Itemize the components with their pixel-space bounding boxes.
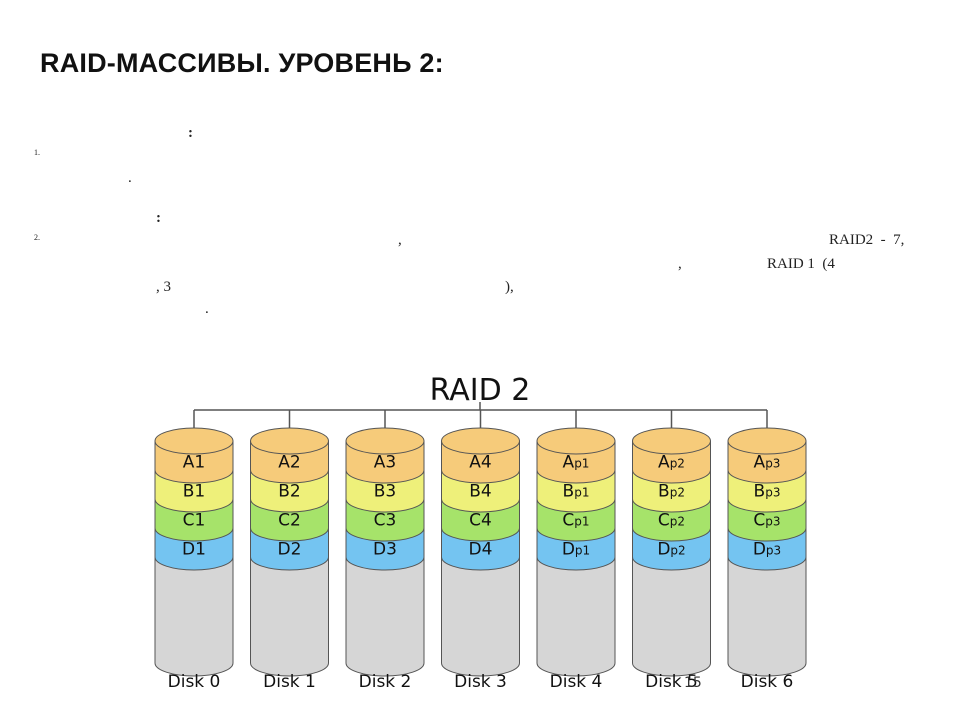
text-fragment-num1: 1. [34,148,40,157]
block-label: D4 [469,540,493,560]
block-label: C3 [374,511,397,531]
block-label: B3 [374,482,396,502]
disk-top-cap [250,427,329,455]
disk-top-cap [441,427,520,455]
block-label: C1 [183,511,206,531]
text-fragment-num2: 2. [34,233,40,242]
text-fragment-dot1: . [128,170,132,186]
disk-body [154,556,234,677]
block-label: D2 [278,540,302,560]
disk-label: Disk 2 [359,672,412,692]
block-label: Ap1 [563,453,590,473]
text-fragment-three: , 3 [156,279,171,295]
block-label: Ap2 [658,453,685,473]
disk-body [441,556,520,677]
block-label: D3 [373,540,397,560]
block-label: Cp2 [658,511,685,531]
disk-body [727,556,807,677]
block-label: A4 [469,453,491,473]
slide-title: RAID-МАССИВЫ. УРОВЕНЬ 2: [40,48,444,78]
disk-top-cap [632,427,711,455]
block-label: A3 [374,453,396,473]
block-label: A2 [278,453,300,473]
disk-body [536,556,616,677]
block-label: Dp1 [562,540,590,560]
block-label: Bp3 [754,482,781,502]
disk-body [632,556,711,677]
block-label: Bp2 [658,482,685,502]
disk-label: Disk 6 [741,672,794,692]
text-fragment-paren: ), [505,279,514,295]
text-fragment-raid2ref: RAID2 - 7, [829,232,905,248]
block-label: A1 [183,453,205,473]
block-label: C2 [278,511,301,531]
text-fragment-comma1: , [398,232,402,248]
block-label: Dp2 [657,540,685,560]
page-number: 15 [684,675,702,691]
disk-top-cap [727,427,807,455]
block-label: B2 [278,482,300,502]
disk-label: Disk 5 [645,672,698,692]
block-label: Cp3 [753,511,780,531]
disk-label: Disk 0 [168,672,221,692]
block-label: Bp1 [563,482,590,502]
block-label: Cp1 [562,511,589,531]
text-fragment-colon2: : [156,210,161,226]
disk-top-cap [154,427,234,455]
text-fragment-dot2: . [205,301,209,317]
disk-label: Disk 4 [550,672,603,692]
block-label: Ap3 [754,453,781,473]
block-label: D1 [182,540,206,560]
text-fragment-raid1ref: RAID 1 (4 [767,256,835,272]
disk-top-cap [536,427,616,455]
text-fragment-comma2: , [678,256,682,272]
block-label: B4 [469,482,491,502]
disk-label: Disk 3 [454,672,507,692]
block-label: C4 [469,511,492,531]
disk-body [250,556,329,677]
text-fragment-colon1: : [188,125,193,141]
disk-body [345,556,425,677]
block-label: Dp3 [753,540,781,560]
disk-top-cap [345,427,425,455]
block-label: B1 [183,482,205,502]
disk-label: Disk 1 [263,672,316,692]
